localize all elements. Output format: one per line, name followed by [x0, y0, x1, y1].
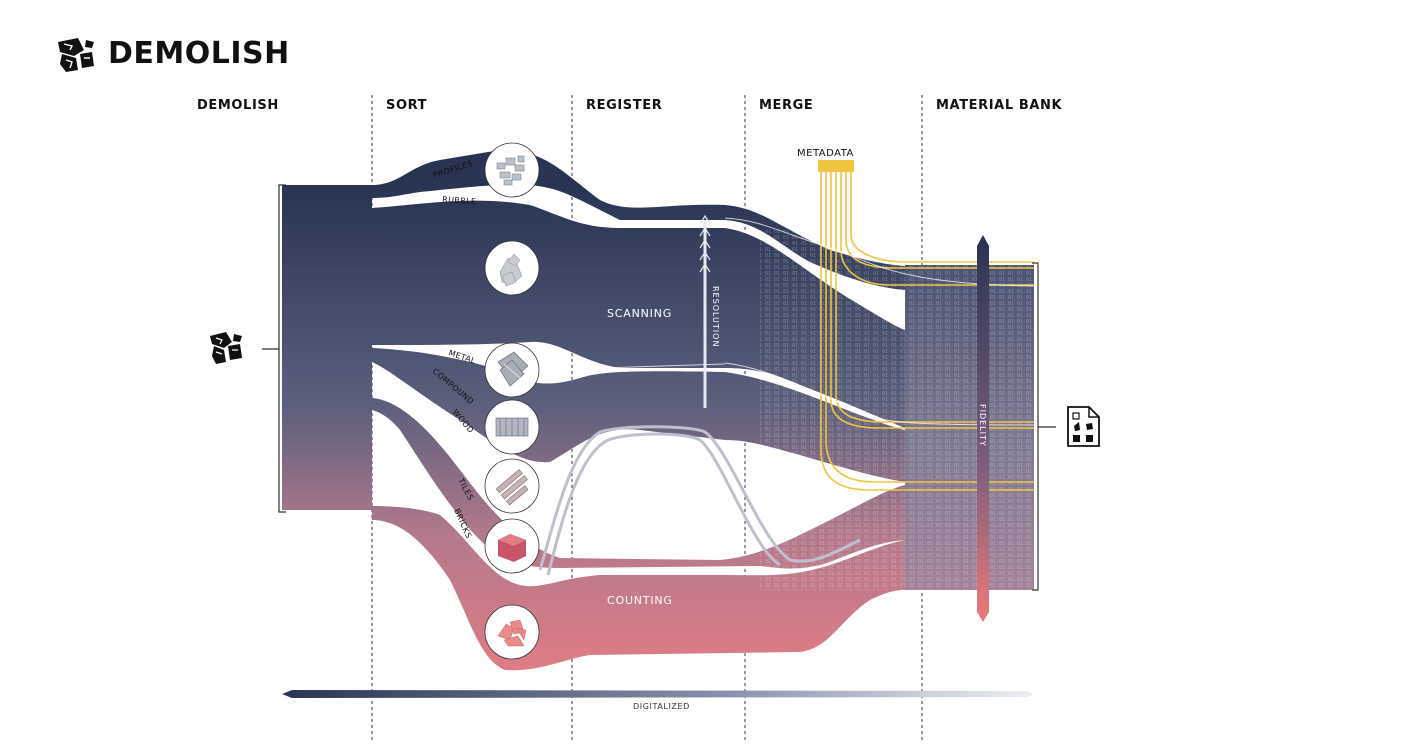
stage-sort: SORT	[386, 98, 428, 113]
wood-icon	[495, 469, 529, 506]
stage-demolish: DEMOLISH	[197, 98, 279, 113]
stage-register: REGISTER	[586, 98, 663, 113]
bricks-icon	[497, 619, 527, 647]
digitalized-axis	[282, 690, 1034, 698]
rubble-icon	[499, 253, 523, 287]
label-fidelity: FIDELITY	[978, 404, 987, 447]
label-digitalized: DIGITALIZED	[633, 702, 690, 711]
page-title: DEMOLISH	[108, 36, 290, 71]
binary-texture	[760, 230, 1034, 590]
resolution-arrow	[699, 214, 711, 408]
metal-icon	[497, 351, 529, 387]
tiles-icon	[498, 534, 526, 562]
fidelity-arrow	[977, 235, 989, 622]
label-metadata: METADATA	[797, 148, 854, 159]
demolish-icon	[58, 38, 94, 72]
bank-bracket	[1032, 262, 1056, 591]
stage-material-bank: MATERIAL BANK	[936, 98, 1063, 113]
metadata-bar	[818, 160, 854, 172]
profiles-icon	[496, 155, 525, 186]
stage-merge: MERGE	[759, 98, 814, 113]
count-traces	[538, 425, 861, 576]
compound-icon	[495, 417, 529, 437]
metadata-lines	[820, 168, 1034, 491]
profiles-circle	[484, 142, 540, 198]
label-rubble: RUBBLE	[442, 195, 477, 206]
scan-traces	[539, 217, 1035, 426]
source-demolish-icon	[210, 332, 242, 364]
label-scanning: SCANNING	[607, 307, 672, 320]
document-icon	[1067, 406, 1100, 447]
label-resolution: RESOLUTION	[711, 286, 720, 347]
label-counting: COUNTING	[607, 594, 673, 607]
